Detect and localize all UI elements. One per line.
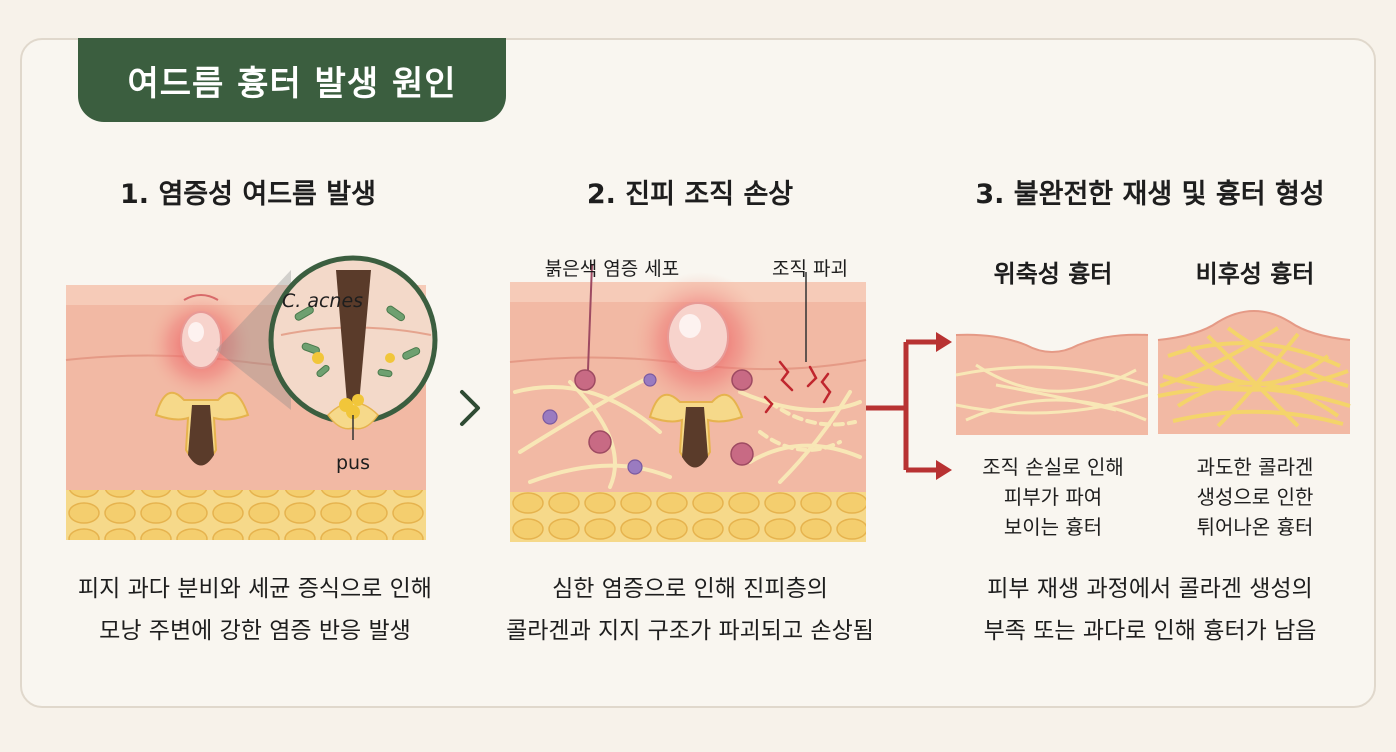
page-title: 여드름 흉터 발생 원인 [127, 63, 457, 104]
inflammatory-cells-label: 붉은색 염증 세포 [544, 258, 680, 280]
bacteria-label: C. acnes [282, 290, 364, 312]
caption-line: 부족 또는 과다로 인해 흉터가 남음 [983, 618, 1317, 644]
hypertrophic-scar-illustration [1157, 310, 1351, 434]
atrophic-scar-desc: 조직 손실로 인해 피부가 파여 보이는 흉터 [958, 452, 1148, 542]
hypertrophic-desc-line: 생성으로 인한 [1196, 485, 1314, 509]
hypertrophic-scar-desc: 과도한 콜라겐 생성으로 인한 튀어나온 흉터 [1160, 452, 1350, 542]
title-banner: 여드름 흉터 발생 원인 [78, 38, 506, 122]
caption-line: 모낭 주변에 강한 염증 반응 발생 [99, 618, 411, 644]
atrophic-desc-line: 보이는 흉터 [1003, 515, 1103, 539]
atrophic-scar-title: 위축성 흉터 [993, 260, 1113, 288]
caption-line: 피부 재생 과정에서 콜라겐 생성의 [987, 576, 1313, 602]
caption-line: 심한 염증으로 인해 진피층의 [552, 576, 828, 602]
hypertrophic-scar-title: 비후성 흉터 [1195, 260, 1315, 288]
caption-line: 피지 과다 분비와 세균 증식으로 인해 [78, 576, 432, 602]
step2-illustration [509, 263, 867, 542]
step2-caption: 심한 염증으로 인해 진피층의 콜라겐과 지지 구조가 파괴되고 손상됨 [480, 568, 900, 652]
atrophic-desc-line: 피부가 파여 [1003, 485, 1103, 509]
tissue-destruction-label: 조직 파괴 [772, 258, 848, 280]
pus-label: pus [335, 452, 370, 474]
step1-illustration [65, 255, 438, 540]
hypertrophic-desc-line: 과도한 콜라겐 [1196, 455, 1314, 479]
step3-title: 3. 불완전한 재생 및 흉터 형성 [975, 179, 1325, 210]
chevron-right-icon [460, 390, 480, 426]
branch-arrows [866, 332, 952, 480]
step3-caption: 피부 재생 과정에서 콜라겐 생성의 부족 또는 과다로 인해 흉터가 남음 [940, 568, 1360, 652]
atrophic-scar-illustration [955, 333, 1149, 435]
atrophic-desc-line: 조직 손실로 인해 [982, 455, 1124, 479]
caption-line: 콜라겐과 지지 구조가 파괴되고 손상됨 [506, 618, 874, 644]
step1-title: 1. 염증성 여드름 발생 [120, 179, 376, 210]
step1-caption: 피지 과다 분비와 세균 증식으로 인해 모낭 주변에 강한 염증 반응 발생 [40, 568, 470, 652]
step2-title: 2. 진피 조직 손상 [586, 179, 794, 210]
hypertrophic-desc-line: 튀어나온 흉터 [1196, 515, 1314, 539]
